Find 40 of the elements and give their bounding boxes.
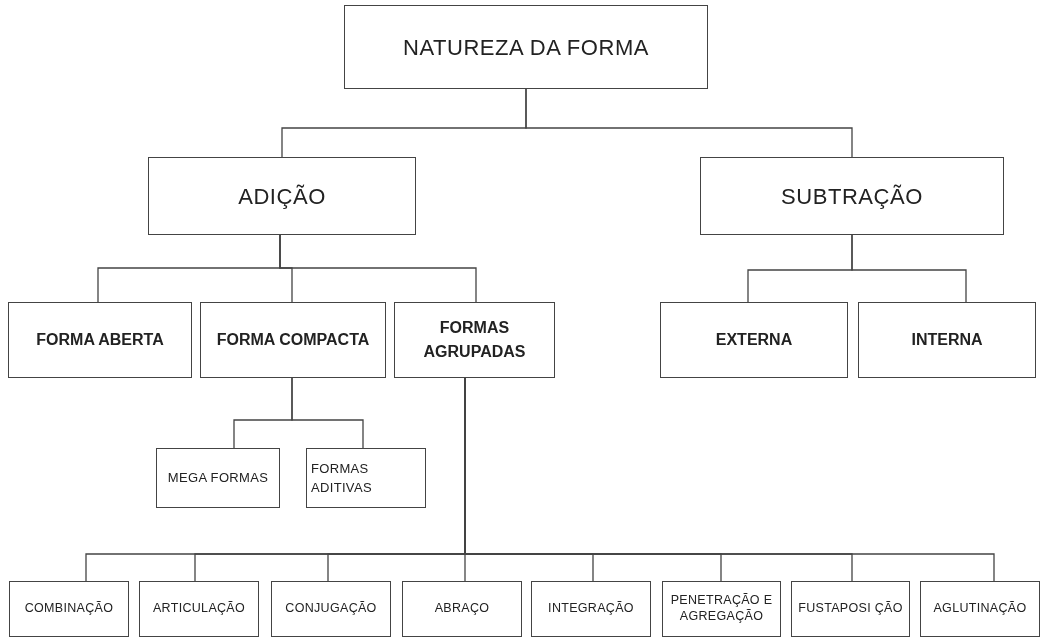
- node-label: INTEGRAÇÃO: [548, 601, 634, 617]
- node-label: PENETRAÇÃO E AGREGAÇÃO: [669, 593, 774, 625]
- subcategory-box: [394, 302, 555, 378]
- connector-line: [525, 88, 853, 158]
- node-label: EXTERNA: [715, 330, 793, 350]
- node-label: FUSTAPOSI ÇÃO: [798, 601, 903, 617]
- subcategory-box: [8, 302, 192, 378]
- node-label: COMBINAÇÃO: [24, 601, 114, 617]
- node-label: MEGA FORMAS: [167, 469, 269, 488]
- subcategory-box: [200, 302, 386, 378]
- node-label: ABRAÇO: [434, 601, 490, 617]
- node-label: CONJUGAÇÃO: [285, 601, 377, 617]
- node-label: FORMA COMPACTA: [216, 330, 370, 350]
- node-label: FORMA ABERTA: [36, 330, 164, 350]
- node-label: SUBTRAÇÃO: [781, 182, 923, 211]
- leaf-box: [306, 448, 426, 508]
- leaf-box: [920, 581, 1040, 637]
- node-label: FORMAS ADITIVAS: [311, 459, 373, 497]
- node-label: AGLUTINAÇÃO: [933, 601, 1027, 617]
- node-label: ADIÇÃO: [238, 182, 326, 211]
- category-box: [700, 157, 1004, 235]
- leaf-box: [662, 581, 781, 637]
- leaf-box: [156, 448, 280, 508]
- leaf-box: [791, 581, 910, 637]
- leaf-box: [531, 581, 651, 637]
- subcategory-box: [660, 302, 848, 378]
- node-label: INTERNA: [911, 330, 983, 350]
- node-label: FORMAS AGRUPADAS: [422, 318, 527, 362]
- leaf-box: [402, 581, 522, 637]
- node-label: NATUREZA DA FORMA: [402, 33, 650, 62]
- connector-line: [851, 234, 967, 303]
- leaf-box: [271, 581, 391, 637]
- leaf-box: [139, 581, 259, 637]
- connector-line: [279, 234, 477, 303]
- category-box: [344, 5, 708, 89]
- subcategory-box: [858, 302, 1036, 378]
- leaf-box: [9, 581, 129, 637]
- node-label: ARTICULAÇÃO: [152, 601, 246, 617]
- category-box: [148, 157, 416, 235]
- connector-line: [291, 377, 364, 449]
